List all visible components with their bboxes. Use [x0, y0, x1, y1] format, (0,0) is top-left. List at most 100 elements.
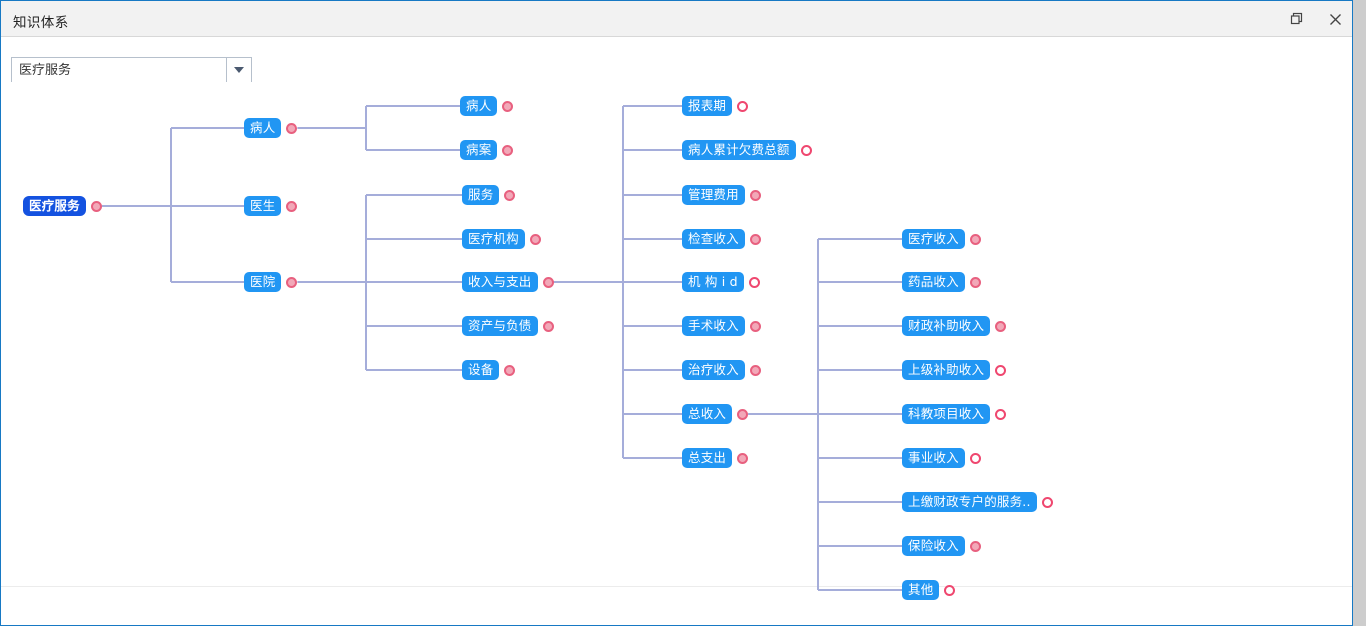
tree-node[interactable]: 其他	[902, 580, 956, 600]
tree-node[interactable]: 报表期	[682, 96, 749, 116]
tree-node-label: 资产与负债	[462, 316, 538, 336]
tree-node-label: 医疗机构	[462, 229, 525, 249]
tree-node-label: 病人	[244, 118, 282, 138]
tree-node[interactable]: 机 构 i d	[682, 272, 760, 292]
tree-node[interactable]: 收入与支出	[462, 272, 554, 292]
close-window-button[interactable]	[1320, 5, 1350, 33]
tree-node[interactable]: 医生	[244, 196, 298, 216]
tree-node[interactable]: 财政补助收入	[902, 316, 1007, 336]
knowledge-domain-select[interactable]: 医疗服务	[11, 57, 252, 83]
tree-connector-lines	[101, 105, 902, 591]
tree-node-handle[interactable]	[995, 364, 1007, 376]
tree-node-label: 医疗收入	[902, 229, 965, 249]
tree-node-handle[interactable]	[969, 276, 981, 288]
tree-node[interactable]: 上缴财政专户的服务..	[902, 492, 1053, 512]
tree-node-label: 上缴财政专户的服务..	[902, 492, 1037, 512]
tree-node-handle[interactable]	[286, 276, 298, 288]
window-title: 知识体系	[13, 15, 69, 30]
tree-node-handle[interactable]	[995, 408, 1007, 420]
tree-node-label: 医疗服务	[23, 196, 86, 216]
tree-node-handle[interactable]	[90, 200, 102, 212]
tree-node-handle[interactable]	[969, 233, 981, 245]
knowledge-domain-select-arrow[interactable]	[226, 58, 251, 82]
chevron-down-icon	[234, 67, 244, 73]
tree-node[interactable]: 药品收入	[902, 272, 981, 292]
tree-node[interactable]: 检查收入	[682, 229, 761, 249]
tree-node-label: 报表期	[682, 96, 733, 116]
tree-node[interactable]: 总收入	[682, 404, 749, 424]
tree-node[interactable]: 医疗收入	[902, 229, 981, 249]
tree-node[interactable]: 医疗机构	[462, 229, 541, 249]
title-bar: 知识体系	[1, 1, 1352, 37]
canvas-divider	[1, 586, 1352, 587]
tree-node-handle[interactable]	[969, 540, 981, 552]
knowledge-domain-select-value: 医疗服务	[19, 62, 72, 77]
restore-window-button[interactable]	[1282, 5, 1312, 33]
tree-node-label: 其他	[902, 580, 940, 600]
tree-node-handle[interactable]	[749, 320, 761, 332]
tree-node-handle[interactable]	[502, 100, 514, 112]
tree-node-handle[interactable]	[1041, 496, 1053, 508]
tree-node[interactable]: 病人	[244, 118, 298, 138]
tree-node-handle[interactable]	[504, 364, 516, 376]
tree-node-handle[interactable]	[749, 233, 761, 245]
tree-node[interactable]: 科教项目收入	[902, 404, 1007, 424]
tree-node[interactable]: 管理费用	[682, 185, 761, 205]
tree-node-handle[interactable]	[749, 364, 761, 376]
tree-node[interactable]: 医院	[244, 272, 298, 292]
tree-node-label: 医院	[244, 272, 282, 292]
tree-node-handle[interactable]	[504, 189, 516, 201]
tree-node-label: 检查收入	[682, 229, 745, 249]
tree-node[interactable]: 上级补助收入	[902, 360, 1007, 380]
tree-node-label: 管理费用	[682, 185, 745, 205]
tree-node[interactable]: 设备	[462, 360, 516, 380]
tree-node-label: 科教项目收入	[902, 404, 991, 424]
tree-node-handle[interactable]	[286, 122, 298, 134]
tree-node-handle[interactable]	[944, 584, 956, 596]
tree-node[interactable]: 服务	[462, 185, 516, 205]
tree-node-label: 保险收入	[902, 536, 965, 556]
tree-node[interactable]: 病案	[460, 140, 514, 160]
tree-node-handle[interactable]	[737, 452, 749, 464]
tree-node-handle[interactable]	[748, 276, 760, 288]
tree-node-label: 服务	[462, 185, 500, 205]
tree-node-label: 财政补助收入	[902, 316, 991, 336]
tree-node-label: 设备	[462, 360, 500, 380]
tree-node-handle[interactable]	[749, 189, 761, 201]
tree-node-label: 收入与支出	[462, 272, 538, 292]
tree-node-label: 总支出	[682, 448, 733, 468]
restore-window-icon	[1290, 12, 1303, 25]
tree-node-handle[interactable]	[286, 200, 298, 212]
tree-node[interactable]: 医疗服务	[23, 196, 102, 216]
tree-node-label: 机 构 i d	[682, 272, 744, 292]
tree-node-label: 药品收入	[902, 272, 965, 292]
tree-node-handle[interactable]	[737, 408, 749, 420]
tree-node-label: 治疗收入	[682, 360, 745, 380]
tree-node[interactable]: 总支出	[682, 448, 749, 468]
tree-node-label: 手术收入	[682, 316, 745, 336]
tree-node-handle[interactable]	[529, 233, 541, 245]
tree-node[interactable]: 治疗收入	[682, 360, 761, 380]
tree-node-handle[interactable]	[542, 276, 554, 288]
tree-node-handle[interactable]	[502, 144, 514, 156]
tree-node[interactable]: 事业收入	[902, 448, 981, 468]
tree-node[interactable]: 手术收入	[682, 316, 761, 336]
tree-node-label: 医生	[244, 196, 282, 216]
page-scrollbar-track[interactable]	[1353, 0, 1366, 626]
tree-node-handle[interactable]	[737, 100, 749, 112]
tree-node-label: 上级补助收入	[902, 360, 991, 380]
toolbar: 医疗服务	[1, 38, 1352, 83]
tree-node-handle[interactable]	[542, 320, 554, 332]
tree-node-label: 事业收入	[902, 448, 965, 468]
close-icon	[1329, 13, 1341, 25]
tree-node-handle[interactable]	[995, 320, 1007, 332]
tree-node[interactable]: 病人累计欠费总额	[682, 140, 812, 160]
tree-node-handle[interactable]	[969, 452, 981, 464]
tree-node[interactable]: 病人	[460, 96, 514, 116]
tree-node[interactable]: 资产与负债	[462, 316, 554, 336]
tree-node-handle[interactable]	[800, 144, 812, 156]
tree-canvas[interactable]: 医疗服务 病人医生医院 病人病案服务医疗机构收入与支出资产与负债设备 报表期病人累计欠…	[1, 82, 1352, 625]
tree-node-label: 总收入	[682, 404, 733, 424]
tree-node[interactable]: 保险收入	[902, 536, 981, 556]
